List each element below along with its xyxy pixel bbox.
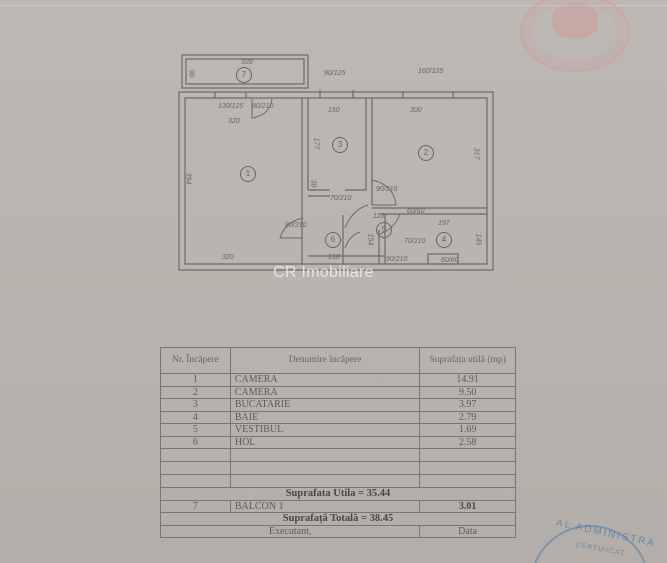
table-row: 5 VESTIBUL 1.69: [160, 423, 516, 437]
cell-area: 1.69: [419, 423, 516, 437]
dim-entry-door: 90/210: [386, 256, 408, 263]
room-number-3: 3: [332, 137, 348, 153]
cell-nr: 1: [160, 373, 231, 387]
cell-nr: 3: [160, 398, 231, 412]
table-row: 2 CAMERA 9.50: [160, 385, 516, 399]
dim-bath-width: 197: [438, 220, 450, 227]
dim-hol-side: 154: [366, 233, 374, 246]
footer-row: Executant, Data: [159, 524, 516, 538]
dim-room1-bottom: 320: [222, 254, 234, 261]
dim-hol-width: 150: [328, 254, 340, 261]
dim-room1-top: 320: [228, 118, 240, 125]
grand-total: Suprafață Totală = 38.45: [160, 512, 516, 526]
dim-kitchen-width: 150: [328, 107, 340, 114]
executant-label: Executant,: [159, 524, 421, 538]
cell-area: 2.58: [419, 435, 516, 449]
room-number-4: 4: [436, 232, 452, 248]
stamp-emblem: [552, 4, 598, 38]
dim-bath-side: 145: [474, 233, 482, 246]
dim-room1-door: 90/210: [252, 103, 274, 110]
dim-bath-window: 60/60: [407, 208, 425, 215]
red-stamp: [520, 0, 630, 72]
useful-total: Suprafata Utila = 35.44: [160, 487, 516, 501]
dim-balcony-side: 90: [187, 69, 195, 78]
dim-door-90: 90/210: [376, 186, 398, 193]
watermark: CR Imobiliare: [273, 264, 374, 281]
header-area: Suprafața utilă (mp): [419, 347, 516, 374]
dim-vestibul: 110: [373, 213, 385, 220]
floor-plan: 7 1 2 3 4 5 6 339 90 320 320 394 90/210 …: [178, 54, 494, 271]
table-row: 1 CAMERA 14.91: [160, 373, 516, 387]
empty-row: [160, 474, 516, 488]
dim-balcony-width: 339: [241, 59, 253, 66]
dim-door-80: 80/210: [285, 222, 307, 229]
dim-bathtub: 60/60: [441, 257, 459, 264]
empty-row: [160, 461, 516, 475]
useful-total-row: Suprafata Utila = 35.44: [160, 487, 516, 501]
cell-area: 3.97: [419, 398, 516, 412]
table-header-row: Nr. Încăpere Denumire încăpere Suprafața…: [160, 347, 516, 374]
header-name: Denumire încăpere: [229, 347, 421, 374]
table-row: 4 BAIE 2.79: [160, 410, 516, 424]
area-table: Nr. Încăpere Denumire încăpere Suprafața…: [159, 347, 516, 538]
dim-window-mid: 90/125: [324, 70, 346, 77]
cell-nr: 6: [160, 435, 231, 449]
header-nr: Nr. Încăpere: [160, 347, 231, 374]
table-row: 6 HOL 2.58: [160, 435, 516, 449]
cell-nr: 4: [160, 410, 231, 424]
date-label: Data: [419, 524, 516, 538]
dim-room2-side: 317: [472, 147, 480, 160]
room-number-7: 7: [236, 67, 252, 83]
floor-plan-drawing: [178, 54, 494, 271]
grand-total-row: Suprafață Totală = 38.45: [160, 512, 516, 526]
cell-name: BAIE: [229, 410, 421, 424]
cell-area: 14.91: [419, 373, 516, 387]
cell-name: CAMERA: [229, 373, 421, 387]
cell-area: 2.79: [419, 410, 516, 424]
cell-name: VESTIBUL: [229, 423, 421, 437]
cell-nr: 7: [160, 499, 231, 513]
dim-room2-width: 300: [410, 107, 422, 114]
dim-kitchen-side: 177: [312, 137, 320, 150]
room-number-5: 5: [376, 222, 392, 238]
balcony-row: 7 BALCON 1 3.01: [160, 499, 516, 513]
cell-nr: 5: [160, 423, 231, 437]
dim-bath-door: 70/210: [404, 238, 426, 245]
room-number-2: 2: [418, 145, 434, 161]
dim-window2: 160/125: [418, 68, 444, 75]
cell-name: HOL: [229, 435, 421, 449]
cell-nr: 2: [160, 385, 231, 399]
dim-small-30: 30: [309, 179, 317, 188]
room-number-1: 1: [240, 166, 256, 182]
cell-name: BUCATARIE: [229, 398, 421, 412]
dim-door-70: 70/210: [330, 195, 352, 202]
empty-row: [160, 448, 516, 462]
dim-window1: 130/125: [218, 103, 244, 110]
cell-area: 9.50: [419, 385, 516, 399]
dim-room1-side: 394: [184, 172, 192, 185]
cell-name: CAMERA: [229, 385, 421, 399]
cell-area: 3.01: [419, 499, 516, 513]
table-row: 3 BUCATARIE 3.97: [160, 398, 516, 412]
room-number-6: 6: [325, 232, 341, 248]
paper-edge: [0, 5, 667, 6]
cell-name: BALCON 1: [229, 499, 421, 513]
